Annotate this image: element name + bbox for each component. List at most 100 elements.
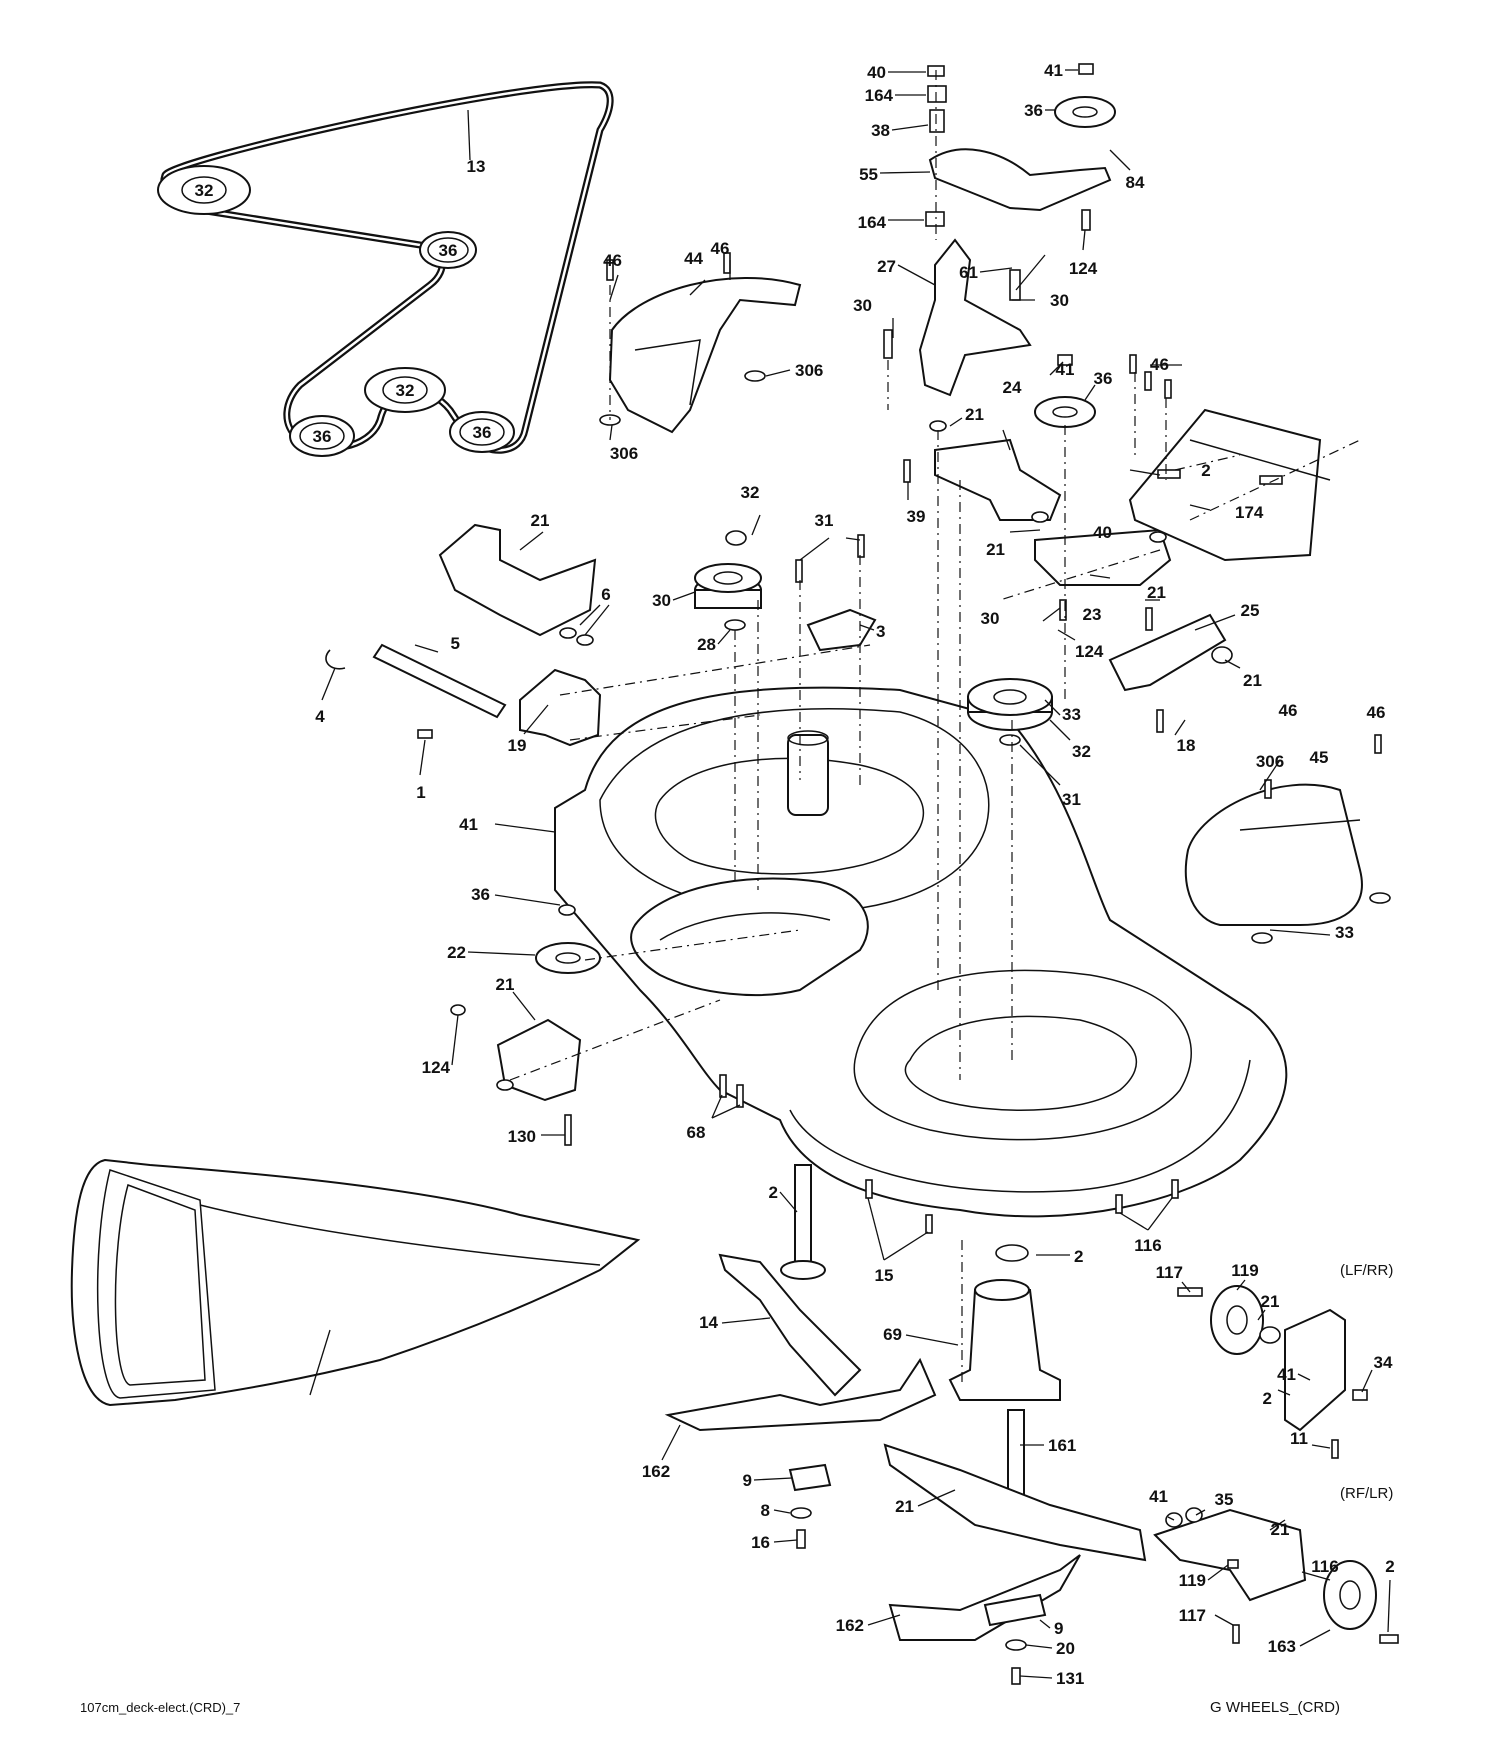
blade bbox=[883, 1443, 1147, 1562]
wheel-group-label-upper: (LF/RR) bbox=[1340, 1262, 1393, 1279]
callout-label: 46 bbox=[711, 239, 730, 258]
drawing-id: 107cm_deck-elect.(CRD)_7 bbox=[80, 1700, 240, 1715]
callout-label: 9 bbox=[743, 1471, 752, 1490]
callout-label: 116 bbox=[1134, 1236, 1161, 1255]
callout-label: 3 bbox=[876, 622, 885, 641]
callout-label: 55 bbox=[859, 165, 878, 184]
callout-label: 131 bbox=[1056, 1669, 1084, 1688]
idler-arm-bracket bbox=[928, 148, 1112, 212]
belt-cover-right bbox=[1184, 783, 1363, 926]
callout-label: 41 bbox=[1149, 1487, 1168, 1506]
spindle-shaft bbox=[780, 1164, 826, 1280]
blade-adapter bbox=[983, 1593, 1047, 1627]
callout-label: 40 bbox=[867, 63, 886, 82]
callout-label: 130 bbox=[508, 1127, 536, 1146]
callout-label: 44 bbox=[684, 249, 703, 268]
callout-label: 5 bbox=[451, 634, 460, 653]
callout-label: 164 bbox=[865, 86, 894, 105]
callout-label: 117 bbox=[1156, 1263, 1183, 1282]
callout-label: 61 bbox=[959, 263, 978, 282]
callout-label: 28 bbox=[697, 635, 716, 654]
gauge-wheel bbox=[1323, 1560, 1377, 1630]
mulching-blade bbox=[664, 1357, 937, 1432]
svg-text:32: 32 bbox=[195, 181, 214, 200]
pulley bbox=[694, 563, 762, 609]
callout-label: 45 bbox=[1310, 748, 1329, 767]
callout-label: 30 bbox=[981, 609, 1000, 628]
callout-label: 2 bbox=[769, 1183, 778, 1202]
callout-label: 124 bbox=[1075, 642, 1104, 661]
callout-label: 25 bbox=[1241, 601, 1260, 620]
callout-label: 38 bbox=[871, 121, 890, 140]
belt-pulley: 32 bbox=[364, 367, 446, 413]
idler-arm bbox=[918, 238, 1032, 397]
callout-label: 15 bbox=[875, 1266, 894, 1285]
svg-text:36: 36 bbox=[473, 423, 492, 442]
callout-label: 30 bbox=[853, 296, 872, 315]
callout-label: 19 bbox=[508, 736, 527, 755]
callout-label: 11 bbox=[1290, 1429, 1308, 1448]
callout-label: 2 bbox=[1201, 461, 1210, 480]
gauge-wheel bbox=[1210, 1285, 1264, 1355]
callout-label: 2 bbox=[1074, 1247, 1083, 1266]
callout-label: 21 bbox=[965, 405, 984, 424]
callout-label: 39 bbox=[907, 507, 926, 526]
belt-cover-left bbox=[608, 277, 802, 434]
callout-label: 69 bbox=[883, 1325, 902, 1344]
callout-label: 16 bbox=[751, 1533, 770, 1552]
callout-label: 32 bbox=[1072, 742, 1091, 761]
callout-label: 306 bbox=[1256, 752, 1284, 771]
callout-label: 18 bbox=[1177, 736, 1196, 755]
callout-label: 13 bbox=[467, 157, 486, 176]
callout-label: 174 bbox=[1235, 503, 1264, 522]
callout-label: 119 bbox=[1231, 1261, 1258, 1280]
leader-lines bbox=[309, 69, 1391, 1679]
callout-label: 33 bbox=[1062, 705, 1081, 724]
callout-label: 2 bbox=[1385, 1557, 1394, 1576]
callout-label: 8 bbox=[761, 1501, 770, 1520]
svg-text:36: 36 bbox=[313, 427, 332, 446]
belt-pulley: 36 bbox=[289, 415, 355, 457]
deck-bracket bbox=[1108, 613, 1227, 692]
callout-label: 31 bbox=[1062, 790, 1081, 809]
belt-routing-inset: 32 36 32 36 36 bbox=[157, 81, 614, 457]
callout-label: 34 bbox=[1374, 1353, 1393, 1372]
callout-label: 124 bbox=[422, 1058, 451, 1077]
callout-label: 2 bbox=[1263, 1389, 1272, 1408]
callout-label: 41 bbox=[1277, 1365, 1296, 1384]
callout-label: 22 bbox=[447, 943, 466, 962]
discharge-chute bbox=[70, 1158, 641, 1407]
svg-text:36: 36 bbox=[439, 241, 458, 260]
callout-label: 6 bbox=[601, 585, 610, 604]
callout-label: 116 bbox=[1311, 1557, 1338, 1576]
callout-label: 33 bbox=[1335, 923, 1354, 942]
pulley bbox=[967, 678, 1053, 731]
assembly-lines bbox=[509, 70, 1361, 1385]
callout-label: 24 bbox=[1003, 378, 1022, 397]
callout-label: 23 bbox=[1083, 605, 1102, 624]
callout-label: 35 bbox=[1215, 1490, 1234, 1509]
wheels-reference: G WHEELS_(CRD) bbox=[1210, 1699, 1340, 1716]
callout-label: 27 bbox=[877, 257, 896, 276]
mulching-blade bbox=[888, 1554, 1081, 1641]
callout-label: 14 bbox=[699, 1313, 718, 1332]
callout-label: 1 bbox=[416, 783, 425, 802]
idler-bracket-center bbox=[806, 608, 877, 652]
callout-label: 164 bbox=[858, 213, 887, 232]
callout-label: 161 bbox=[1048, 1436, 1076, 1455]
callout-label: 41 bbox=[459, 815, 478, 834]
gauge-wheel-bracket bbox=[1153, 1508, 1307, 1602]
spindle-housing bbox=[948, 1279, 1061, 1401]
callout-label: 36 bbox=[1094, 369, 1113, 388]
blade bbox=[718, 1253, 862, 1397]
callout-label: 21 bbox=[1147, 583, 1166, 602]
svg-text:32: 32 bbox=[396, 381, 415, 400]
hardware bbox=[325, 63, 1399, 1685]
callout-label: 306 bbox=[610, 444, 638, 463]
callout-label: 68 bbox=[687, 1123, 706, 1142]
callout-label: 41 bbox=[1056, 360, 1075, 379]
pulley bbox=[1054, 96, 1116, 128]
belt-pulley: 36 bbox=[449, 411, 515, 453]
callout-label: 84 bbox=[1126, 173, 1145, 192]
callout-label: 124 bbox=[1069, 259, 1098, 278]
